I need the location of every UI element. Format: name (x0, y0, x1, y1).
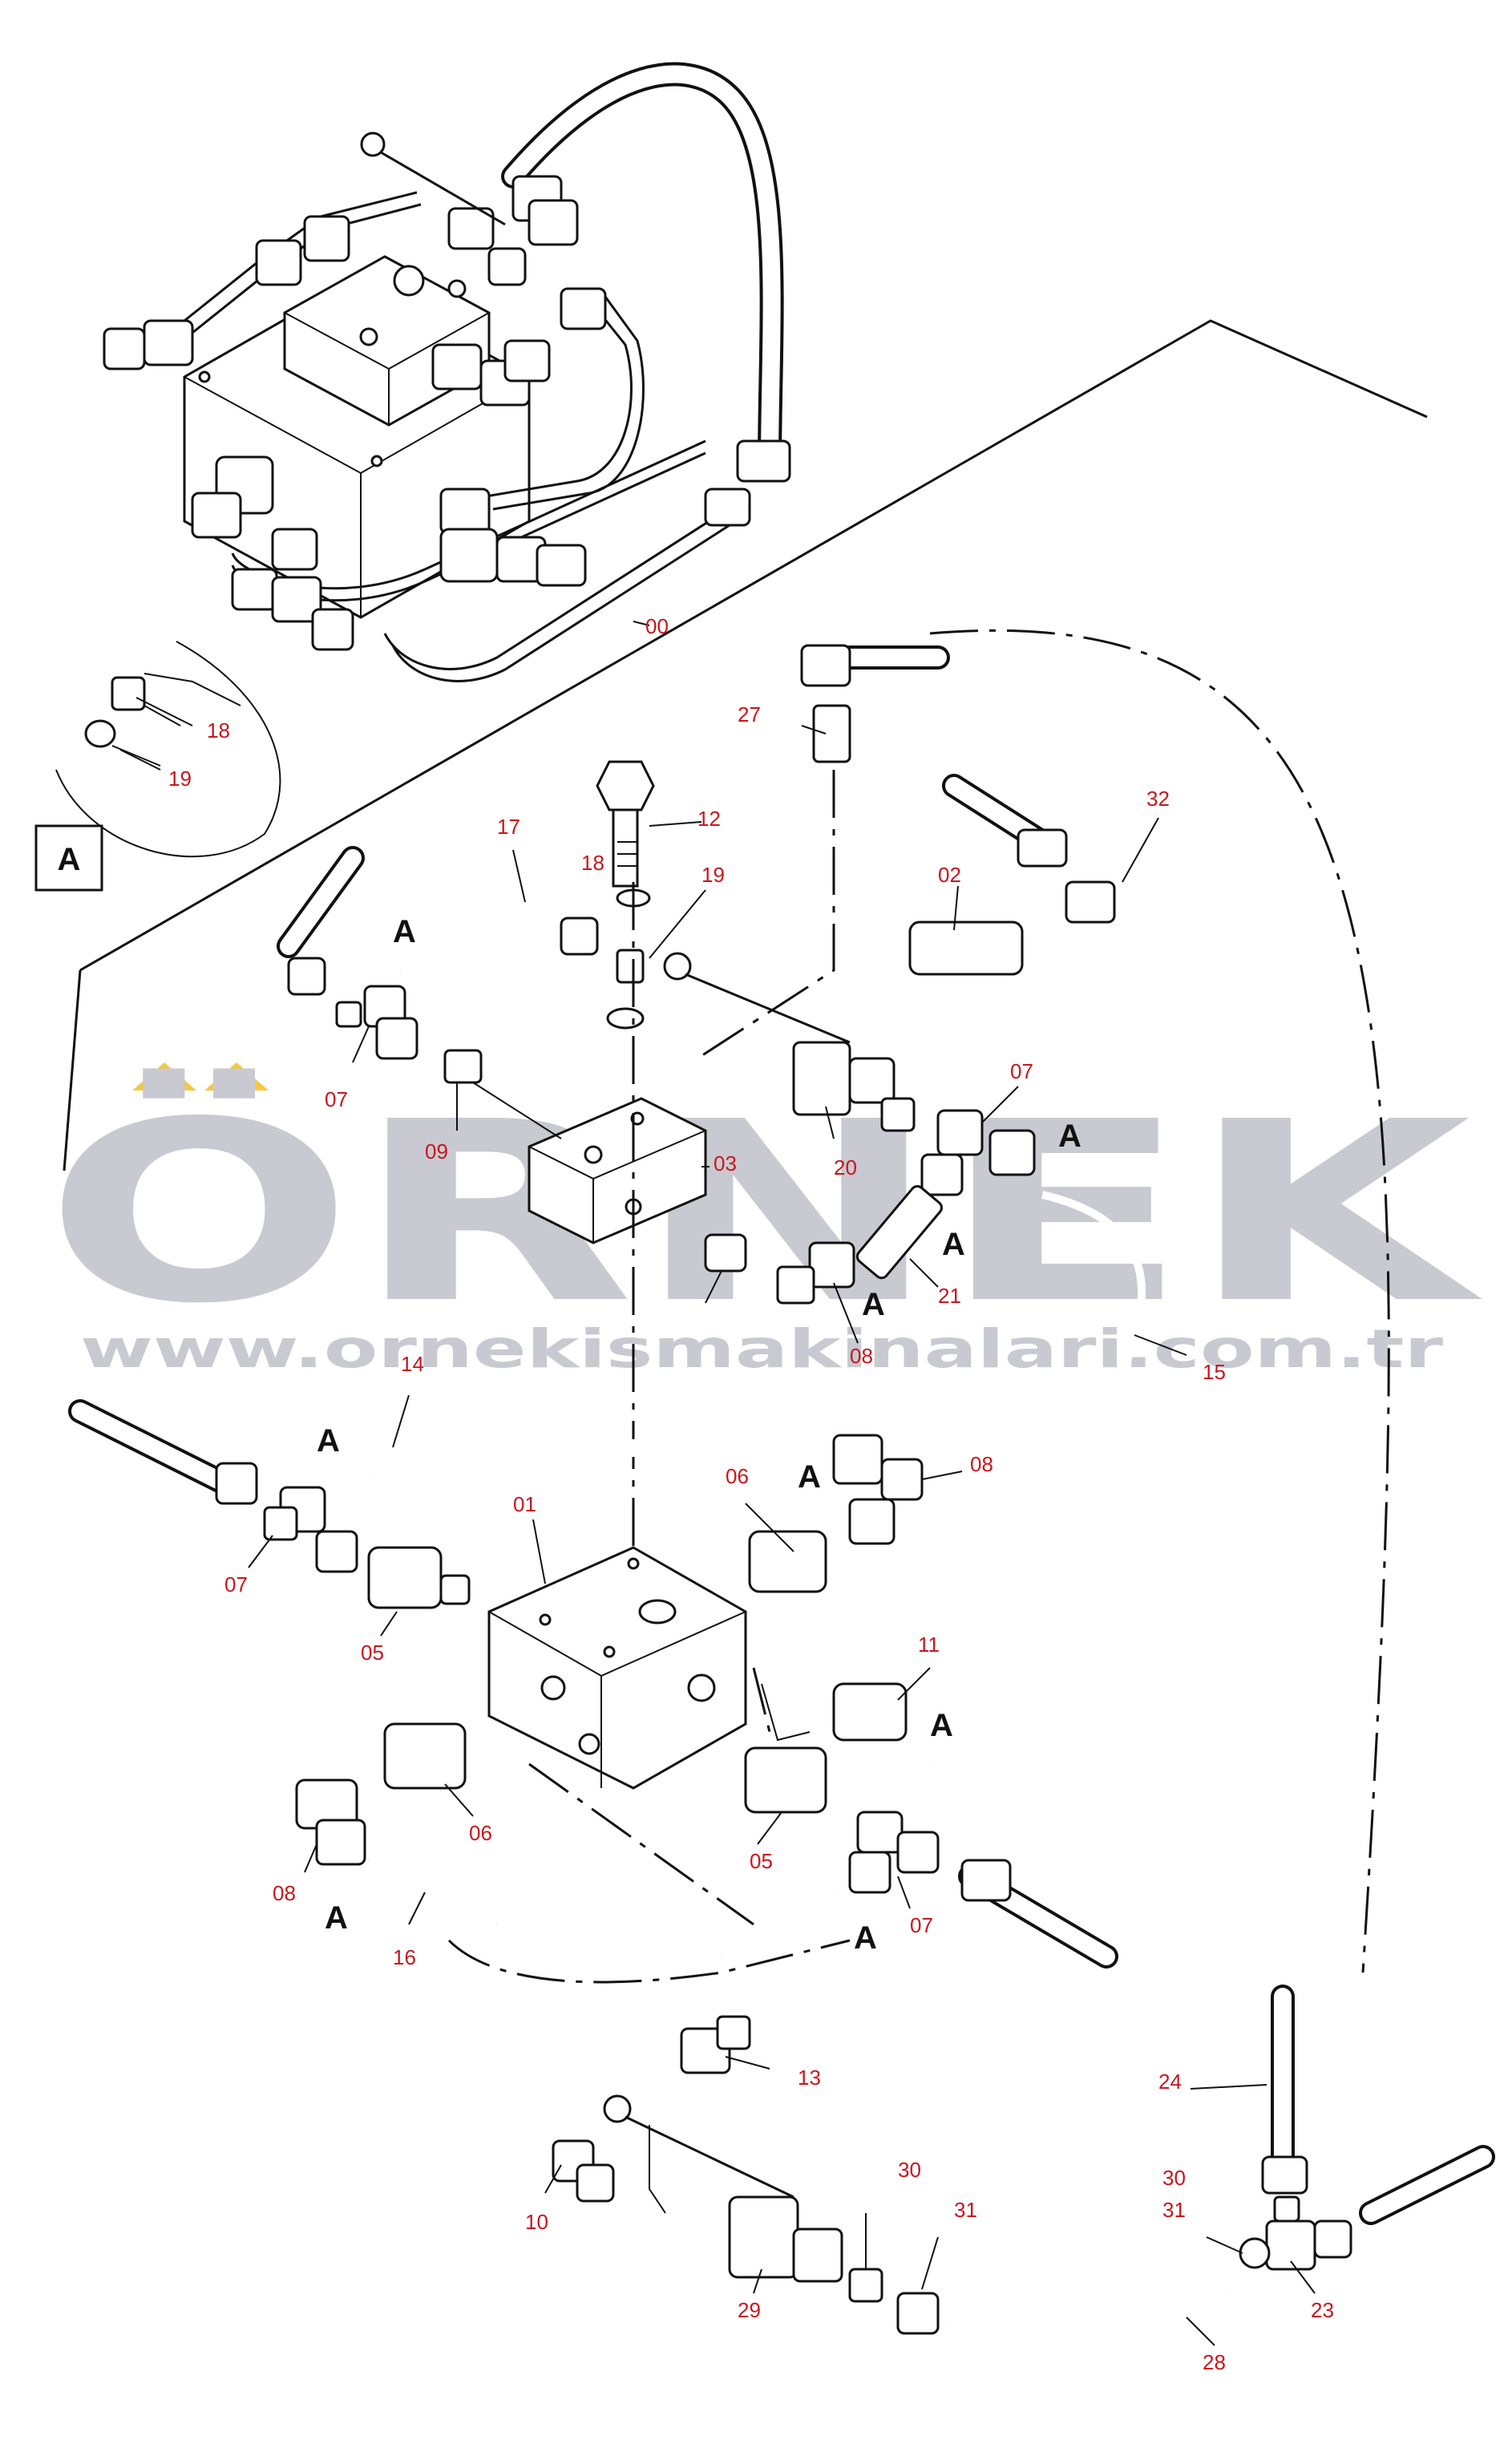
label-12: 12 (697, 807, 721, 831)
label-06-a: 06 (726, 1464, 749, 1488)
fitting-06-right (748, 1530, 827, 1593)
label-10: 10 (525, 2210, 548, 2234)
label-29: 29 (738, 2298, 761, 2322)
label-05-a: 05 (361, 1641, 384, 1665)
label-07-a: 07 (1010, 1059, 1033, 1083)
label-06-b: 06 (469, 1821, 492, 1845)
label-07-d: 07 (910, 1913, 933, 1937)
label-11: 11 (918, 1633, 940, 1657)
top-fittings (103, 175, 791, 651)
label-21: 21 (938, 1284, 961, 1308)
label-15: 15 (1203, 1360, 1226, 1384)
label-28: 28 (1203, 2350, 1226, 2374)
label-08-a: 08 (850, 1344, 873, 1368)
label-24: 24 (1158, 2070, 1182, 2094)
a-marker: A (325, 1900, 348, 1936)
block-01 (487, 1546, 747, 1790)
label-05-b: 05 (750, 1849, 773, 1873)
bottom-assembly (552, 1985, 1495, 2395)
a-marker: A (930, 1708, 953, 1743)
label-00: 00 (645, 614, 669, 638)
a-marker: A (393, 914, 416, 949)
valve-20-body (792, 1041, 851, 1116)
fitting-32 (1065, 880, 1116, 924)
top-valve-assembly (103, 62, 791, 682)
a-marker: A (942, 1227, 965, 1262)
part-labels: 00 18 19 27 12 17 18 19 32 02 07 07 09 0… (168, 614, 1334, 2374)
label-20: 20 (834, 1155, 857, 1180)
a-marker: A (317, 1423, 340, 1459)
leader-lines (119, 621, 1316, 2346)
view-label-box: A (34, 824, 103, 892)
watermark-brand: ÖRNEK (44, 1066, 1485, 1358)
detail-circle (55, 641, 281, 858)
view-label-text: A (58, 842, 81, 877)
label-14: 14 (401, 1352, 424, 1376)
hose-24-path (929, 629, 1390, 1973)
label-17: 17 (497, 815, 520, 839)
pipe-21 (855, 1184, 943, 1280)
label-02: 02 (938, 863, 961, 887)
bolt-12-head (596, 760, 655, 811)
label-08-c: 08 (273, 1881, 296, 1905)
label-27: 27 (738, 702, 761, 726)
label-18: 18 (581, 851, 604, 875)
label-18-detail: 18 (207, 718, 230, 743)
a-marker: A (862, 1287, 885, 1322)
a-markers: A A A A A A A A A (317, 914, 1081, 1956)
label-31-b: 31 (1162, 2198, 1186, 2222)
mid-assembly (277, 644, 1146, 1794)
fitting-11 (832, 1682, 908, 1742)
label-13: 13 (798, 2066, 821, 2090)
fitting-05-left (367, 1546, 443, 1609)
watermark: ÖRNEK www.ornekismakinalari.com.tr (44, 1062, 1485, 1380)
label-30-b: 30 (1162, 2166, 1186, 2190)
label-09: 09 (425, 1139, 448, 1163)
label-19: 19 (701, 863, 725, 887)
label-30-a: 30 (898, 2158, 921, 2182)
boundary-left-line (63, 969, 82, 1171)
label-07-c: 07 (224, 1572, 248, 1596)
label-03: 03 (714, 1151, 737, 1175)
fitting-27 (812, 704, 851, 763)
label-19-detail: 19 (168, 767, 192, 791)
label-07-b: 07 (325, 1087, 348, 1111)
fitting-06-left (383, 1722, 467, 1790)
label-08-b: 08 (970, 1452, 993, 1476)
a-marker: A (1058, 1119, 1081, 1154)
watermark-accent-left (132, 1062, 196, 1090)
lower-assembly (68, 1399, 1118, 1984)
block-03 (528, 1097, 707, 1244)
view-boundary (63, 319, 1428, 1973)
label-31-a: 31 (954, 2198, 977, 2222)
watermark-accent-right (204, 1062, 269, 1090)
fitting-05-right (744, 1746, 827, 1814)
a-marker: A (854, 1920, 877, 1956)
label-32: 32 (1146, 787, 1170, 811)
label-01: 01 (513, 1492, 536, 1516)
label-16: 16 (393, 1945, 416, 1969)
watermark-url: www.ornekismakinalari.com.tr (80, 1318, 1444, 1380)
label-23: 23 (1311, 2298, 1334, 2322)
fitting-02 (908, 921, 1024, 976)
boundary-top-line (79, 319, 1428, 972)
a-marker: A (798, 1459, 821, 1495)
valve-29 (728, 2195, 799, 2279)
